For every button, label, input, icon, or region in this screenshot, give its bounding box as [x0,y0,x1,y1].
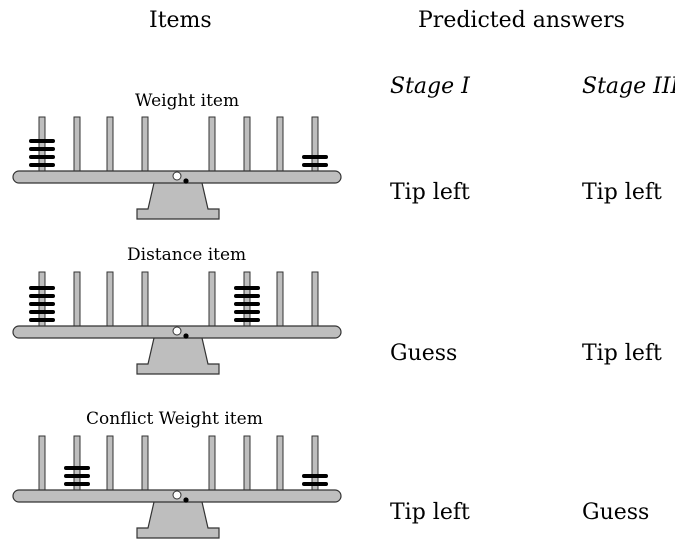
pivot-dot [183,333,189,339]
pivot-hole [172,490,182,500]
peg [276,116,284,176]
pivot-dot [183,497,189,503]
peg [106,435,114,495]
answer-weight-stage-1: Tip left [390,180,470,205]
balance-scale-weight [12,116,342,220]
peg [73,116,81,176]
predicted-answers-header: Predicted answers [418,8,625,33]
stage-3-header: Stage III [582,74,675,99]
peg [141,116,149,176]
peg [208,271,216,331]
peg [208,116,216,176]
answer-conflict-weight-stage-3: Guess [582,500,650,525]
pivot-dot [183,178,189,184]
peg [141,435,149,495]
peg [73,271,81,331]
peg [106,116,114,176]
pivot-hole [172,171,182,181]
peg [141,271,149,331]
stage-1-header: Stage I [390,74,470,99]
items-header: Items [149,8,212,33]
peg [106,271,114,331]
answer-distance-stage-1: Guess [390,341,458,366]
peg [276,435,284,495]
peg [38,435,46,495]
balance-scale-conflict-weight [12,435,342,539]
peg [311,271,319,331]
item-title-weight: Weight item [135,91,240,111]
balance-scale-distance [12,271,342,375]
answer-distance-stage-3: Tip left [582,341,662,366]
peg [276,271,284,331]
pivot-hole [172,326,182,336]
peg [208,435,216,495]
peg [243,435,251,495]
item-title-conflict-weight: Conflict Weight item [86,409,263,429]
answer-conflict-weight-stage-1: Tip left [390,500,470,525]
answer-weight-stage-3: Tip left [582,180,662,205]
item-title-distance: Distance item [127,245,247,265]
peg [243,116,251,176]
